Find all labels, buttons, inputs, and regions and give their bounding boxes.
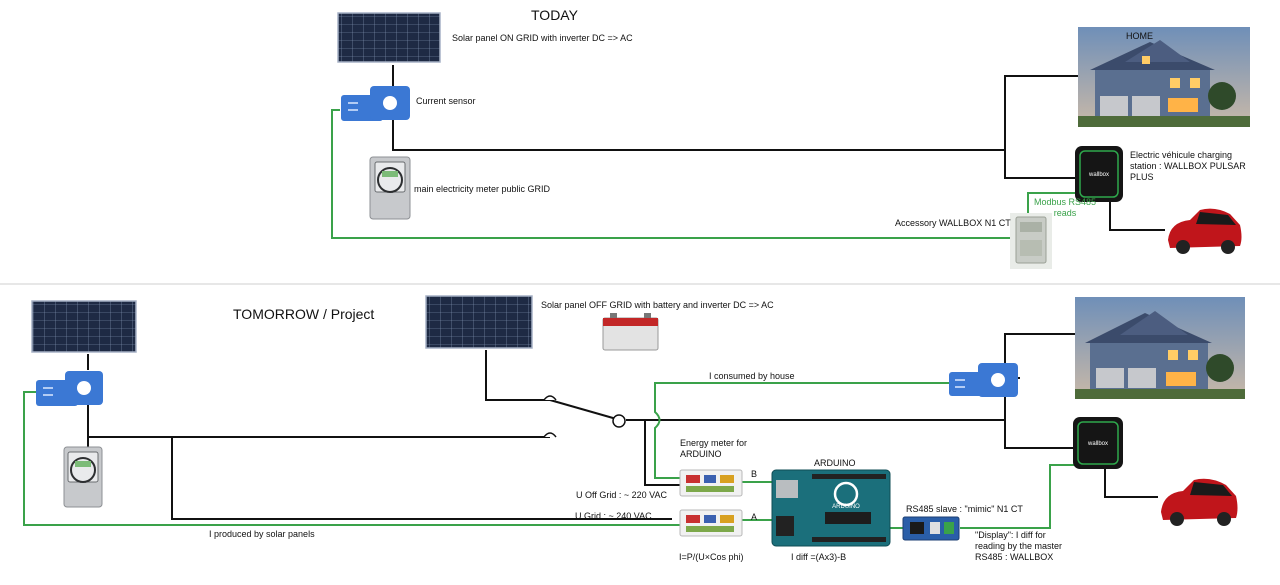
modbus-line-2: reads	[1053, 208, 1077, 218]
energy-meter-label-line-1: Energy meter for	[680, 438, 748, 448]
electricity-meter-icon-tomorrow	[63, 446, 103, 508]
svg-text:wallbox: wallbox	[1087, 441, 1108, 447]
current-sensor-icon-tomorrow-right	[949, 363, 1018, 397]
today-current-sensor-label: Current sensor	[416, 96, 476, 106]
ct-module-icon-today	[1010, 213, 1052, 269]
arduino-board-text: ARDUINO	[832, 504, 860, 510]
wallbox-label: Electric véhicule charging station : WAL…	[1130, 150, 1246, 182]
current-sensor-icon-tomorrow-left	[36, 371, 103, 406]
solar-panel-icon-tomorrow-left	[29, 298, 139, 354]
house-photo-tomorrow	[1075, 297, 1245, 399]
rs485-label: RS485 slave : "mimic" N1 CT	[906, 504, 1023, 514]
formula-label: I=P/(U×Cos phi)	[679, 552, 744, 562]
energy-meter-label: Energy meter for ARDUINO	[680, 438, 747, 460]
today-black-wires	[392, 62, 1165, 231]
meter-a-label: A	[751, 512, 758, 522]
energy-meter-icon-a	[679, 509, 743, 537]
energy-meter-label-line-2: ARDUINO	[680, 449, 722, 459]
solar-panel-icon-tomorrow-center	[423, 293, 535, 350]
current-sensor-icon-today	[341, 86, 410, 121]
house-photo-today	[1078, 27, 1250, 127]
svg-text:wallbox: wallbox	[1088, 172, 1109, 178]
display-label: "Display": I diff for reading by the mas…	[975, 530, 1063, 562]
u-off-grid-label: U Off Grid : ~ 220 VAC	[576, 490, 667, 500]
car-icon-today	[1165, 203, 1243, 258]
arduino-board-icon: ARDUINO	[771, 469, 891, 547]
electricity-meter-icon-today	[369, 156, 411, 220]
today-meter-label: main electricity meter public GRID	[414, 184, 551, 194]
battery-icon	[602, 313, 659, 351]
today-title: TODAY	[531, 7, 578, 23]
produced-label: I produced by solar panels	[209, 529, 315, 539]
wallbox-charger-icon-tomorrow: wallbox	[1073, 417, 1123, 469]
modbus-label: Modbus RS485 reads	[1030, 197, 1100, 219]
today-solar-label: Solar panel ON GRID with inverter DC => …	[452, 33, 633, 43]
today-green-wires	[331, 109, 1075, 239]
arduino-label: ARDUINO	[814, 458, 856, 468]
home-label: HOME	[1126, 31, 1153, 41]
idiff-label: I diff =(Ax3)-B	[791, 552, 847, 562]
accessory-label: Accessory WALLBOX N1 CT	[895, 218, 1011, 228]
consumed-label: I consumed by house	[709, 371, 795, 381]
car-icon-tomorrow	[1158, 472, 1240, 530]
energy-meter-icon-b	[679, 469, 743, 497]
switch-icon	[543, 395, 626, 438]
wallbox-charger-icon-today: wallbox	[1075, 146, 1123, 202]
tomorrow-green-wires	[23, 382, 1075, 529]
modbus-line-1: Modbus RS485	[1033, 197, 1097, 207]
rs485-module-icon	[902, 516, 960, 541]
meter-b-label: B	[751, 469, 758, 479]
tomorrow-title: TOMORROW / Project	[233, 306, 375, 322]
u-grid-label: U Grid : ~ 240 VAC	[575, 511, 652, 521]
solar-panel-icon-today	[334, 10, 444, 65]
tomorrow-solar-label: Solar panel OFF GRID with battery and in…	[541, 300, 774, 310]
